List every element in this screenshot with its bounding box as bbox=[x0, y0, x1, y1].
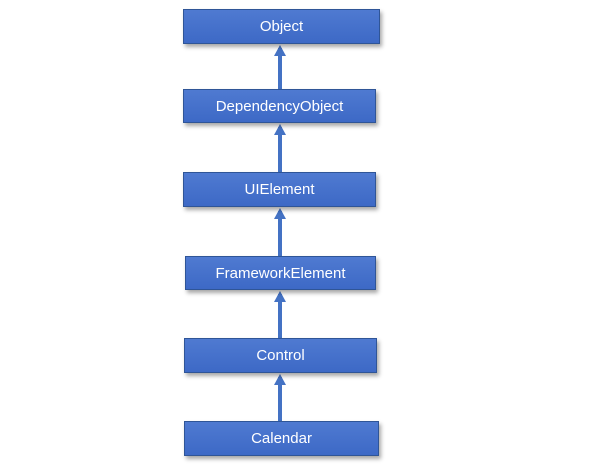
node-control: Control bbox=[184, 338, 377, 373]
node-framework-element-label: FrameworkElement bbox=[215, 264, 346, 282]
node-object-label: Object bbox=[259, 18, 304, 35]
node-dependency-object: DependencyObject bbox=[183, 89, 376, 123]
node-dependency-object-label: DependencyObject bbox=[215, 97, 344, 115]
arrowhead-calendar-to-control bbox=[274, 374, 286, 385]
arrowhead-dependency-to-object bbox=[274, 45, 286, 56]
arrowhead-control-to-framework bbox=[274, 291, 286, 302]
node-calendar-label: Calendar bbox=[251, 430, 312, 447]
node-framework-element: FrameworkElement bbox=[185, 256, 376, 290]
node-object: Object bbox=[183, 9, 380, 44]
node-uielement: UIElement bbox=[183, 172, 376, 207]
arrowhead-uielement-to-dependency bbox=[274, 124, 286, 135]
arrowhead-framework-to-uielement bbox=[274, 208, 286, 219]
node-uielement-label: UIElement bbox=[244, 181, 315, 198]
node-control-label: Control bbox=[256, 347, 305, 364]
node-calendar: Calendar bbox=[184, 421, 379, 456]
